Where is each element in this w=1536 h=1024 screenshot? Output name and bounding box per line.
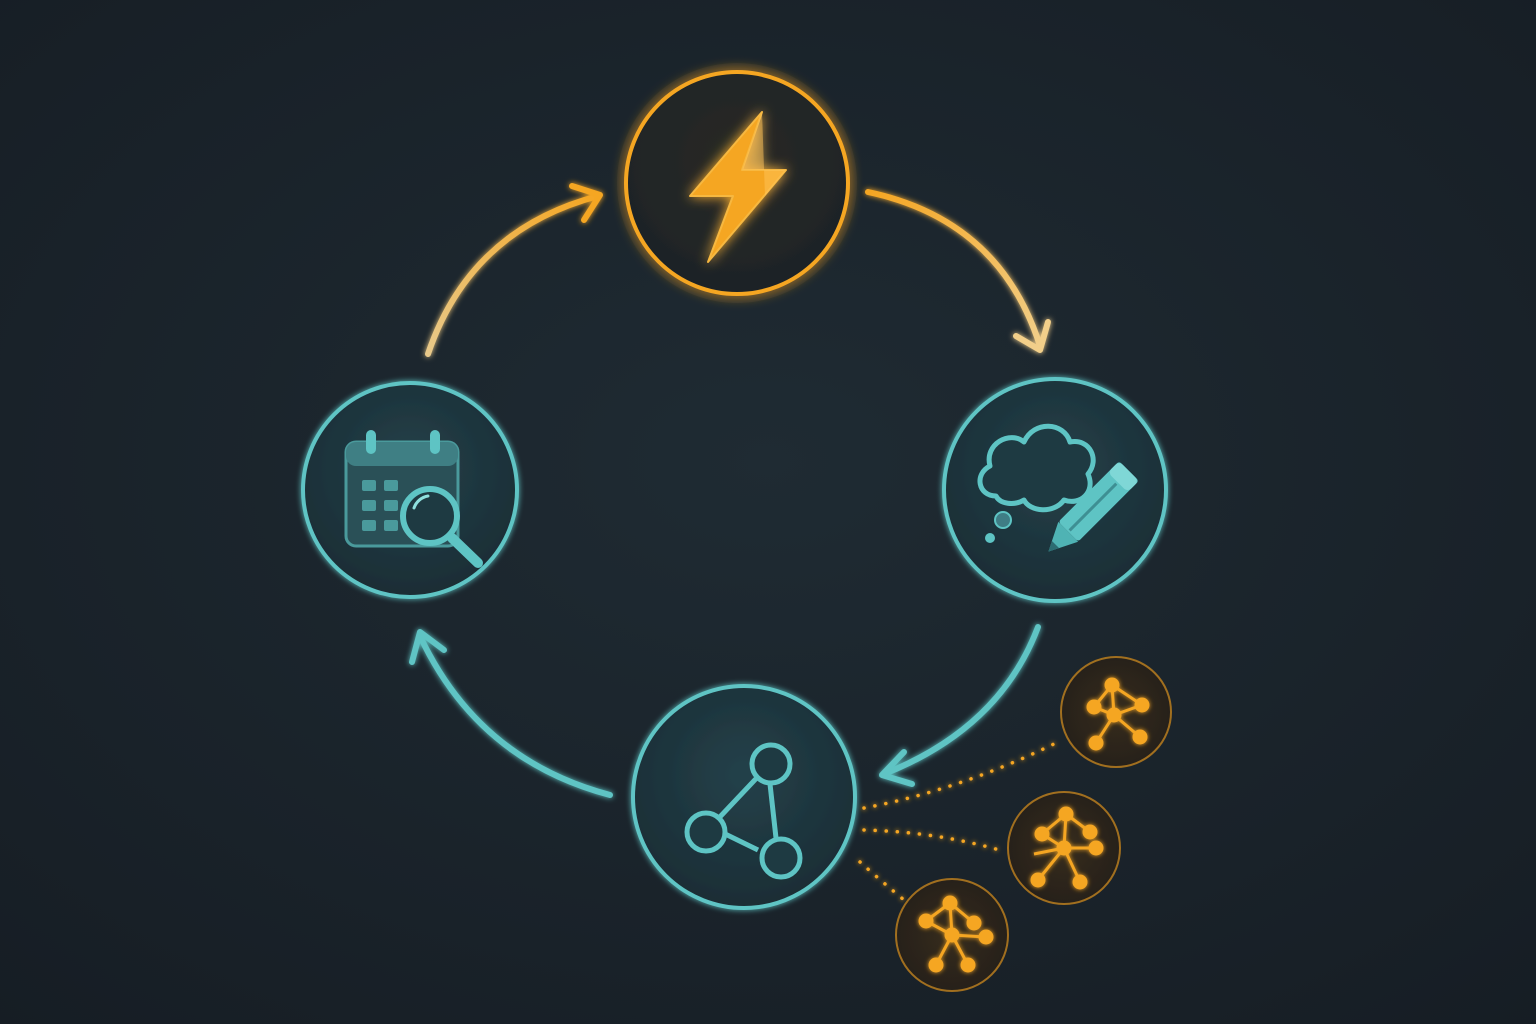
arrow-brainstorm-to-network [879,624,1041,787]
calendar-search-icon [344,430,483,568]
network-cluster-icon [1086,677,1150,751]
pencil-icon [1048,462,1138,552]
connected-nodes-icon [684,742,803,880]
node-schedule-review[interactable] [301,381,519,599]
satellite-sub-network-2[interactable] [1007,791,1121,905]
satellite-sub-network-1[interactable] [1060,656,1172,768]
node-brainstorm[interactable] [942,377,1168,603]
network-cluster-icon [918,895,994,973]
arrow-trigger-to-brainstorm [865,189,1051,353]
arrow-schedule-to-trigger [425,183,603,357]
thought-cloud-icon [977,423,1096,543]
thought-cloud-pencil-icon [977,423,1138,552]
node-network[interactable] [631,684,857,910]
network-cluster-icon [1030,806,1104,890]
satellite-sub-network-3[interactable] [895,878,1009,992]
dotted-connectors [858,740,1060,902]
lightning-bolt-icon [689,111,787,263]
arrow-network-to-schedule [409,629,613,798]
node-trigger[interactable] [617,63,857,303]
dotted-link-1 [862,740,1060,810]
magnifier-icon [400,486,483,568]
